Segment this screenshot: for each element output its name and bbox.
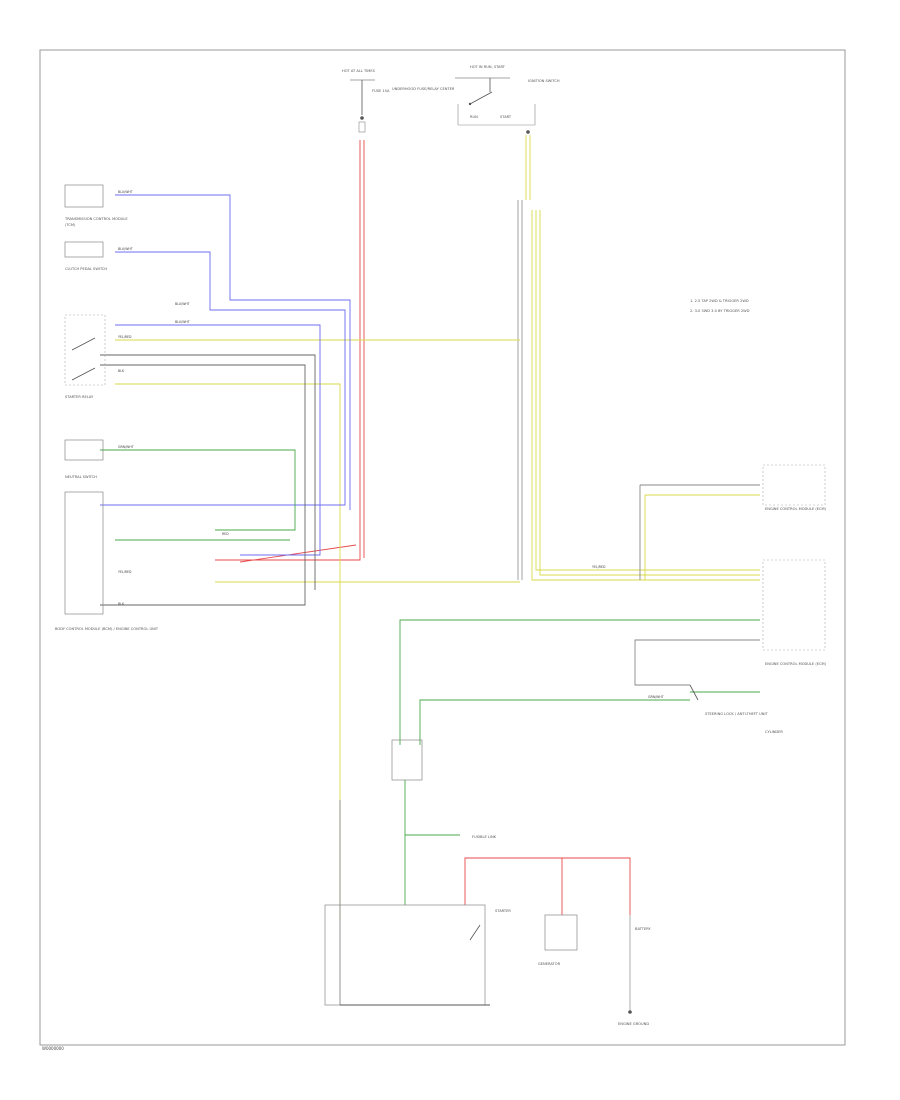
wire-label: BLU/WHT xyxy=(175,302,190,306)
wire-blue-tcm xyxy=(115,194,351,510)
starter-relay-component: STARTER RELAY xyxy=(64,314,106,399)
ignition-switch-label: IGNITION SWITCH xyxy=(528,79,560,83)
tcm-label: TRANSMISSION CONTROL MODULE xyxy=(64,217,128,221)
tcm-component: TRANSMISSION CONTROL MODULE (TCM) xyxy=(64,184,128,227)
legend: 1. 2.5 TAP 2WD & TRIGGER 2WD 2. 3.0 3WD … xyxy=(690,299,750,313)
wire-label: GRN/WHT xyxy=(118,445,134,449)
clutch-switch-component: CLUTCH PEDAL SWITCH xyxy=(64,241,107,271)
battery-component: BATTERY ENGINE GROUND xyxy=(618,915,652,1026)
steering-lock-label: STEERING LOCK / ANTI-THEFT UNIT xyxy=(705,712,769,716)
wire-label: BLU/WHT xyxy=(175,320,190,324)
steering-lock-component: STEERING LOCK / ANTI-THEFT UNIT CYLINDER xyxy=(689,684,783,734)
ecm-upper-component: ENGINE CONTROL MODULE (ECM) xyxy=(762,464,827,511)
wire-label: BLK xyxy=(118,369,125,373)
starter-component: STARTER FUSIBLE LINK xyxy=(324,835,511,1006)
clutch-switch-label: CLUTCH PEDAL SWITCH xyxy=(65,267,107,271)
starter-label: STARTER xyxy=(495,909,511,913)
neutral-switch-label: NEUTRAL SWITCH xyxy=(65,475,97,479)
ignition-run-label: RUN xyxy=(470,115,478,119)
wire-labels: BLU/WHT BLU/WHT BLU/WHT BLU/WHT GRN/WHT … xyxy=(118,190,664,699)
wire-green-starter xyxy=(399,619,760,745)
ground-label: ENGINE GROUND xyxy=(618,1022,649,1026)
wire-label: YEL/RED xyxy=(118,570,132,574)
diagram-footer: W0000000 xyxy=(42,1046,64,1051)
bcm-component: BODY CONTROL MODULE (BCM) / ENGINE CONTR… xyxy=(55,491,159,631)
wire-red-battery xyxy=(464,857,631,915)
generator-label: GENERATOR xyxy=(538,962,561,966)
wire-label: BLU/WHT xyxy=(118,190,133,194)
battery-label: BATTERY xyxy=(635,927,652,931)
starter-relay-label: STARTER RELAY xyxy=(65,395,94,399)
fuse-right-top-label: HOT IN RUN, START xyxy=(470,65,506,69)
wire-label: YEL/RED xyxy=(592,565,606,569)
wire-yellow-ign-b xyxy=(535,210,760,571)
ignition-start-label: START xyxy=(500,115,512,119)
ecm-lower-label: ENGINE CONTROL MODULE (ECM) xyxy=(765,662,827,666)
wire-red-feed-2 xyxy=(239,544,357,563)
fuse-left-box-label: UNDERHOOD FUSE/RELAY CENTER xyxy=(392,87,455,91)
wire-label: BLU/WHT xyxy=(118,247,133,251)
legend-line-1: 1. 2.5 TAP 2WD & TRIGGER 2WD xyxy=(690,299,749,303)
ecm-upper-label: ENGINE CONTROL MODULE (ECM) xyxy=(765,507,827,511)
top-fuse-left: HOT AT ALL TIMES FUSE 15A UNDERHOOD FUSE… xyxy=(342,69,455,133)
fuse-left-fuse-label: FUSE 15A xyxy=(372,89,390,93)
diagram-frame xyxy=(39,49,846,1046)
wires xyxy=(100,135,760,1005)
wire-label: GRN/WHT xyxy=(648,695,664,699)
cylinder-label: CYLINDER xyxy=(765,730,783,734)
wire-label: YEL/RED xyxy=(118,335,132,339)
wire-red-feed xyxy=(215,140,361,561)
ecm-lower-component: ENGINE CONTROL MODULE (ECM) xyxy=(762,559,827,666)
generator-component: GENERATOR xyxy=(538,914,578,966)
fusible-label: FUSIBLE LINK xyxy=(472,835,497,839)
wire-label: BLK xyxy=(118,602,125,606)
wire-green-neutral xyxy=(100,449,296,531)
neutral-switch-component: NEUTRAL SWITCH xyxy=(64,439,104,479)
tcm-sub-label: (TCM) xyxy=(65,223,76,227)
fuse-left-top-label: HOT AT ALL TIMES xyxy=(342,69,376,73)
bcm-label: BODY CONTROL MODULE (BCM) / ENGINE CONTR… xyxy=(55,627,159,631)
wire-label: RED xyxy=(222,532,229,536)
top-ignition-switch: HOT IN RUN, START IGNITION SWITCH RUN ST… xyxy=(455,65,560,134)
legend-line-2: 2. 3.0 3WD 3.0 BY TRIGGER 2WD xyxy=(690,309,750,313)
